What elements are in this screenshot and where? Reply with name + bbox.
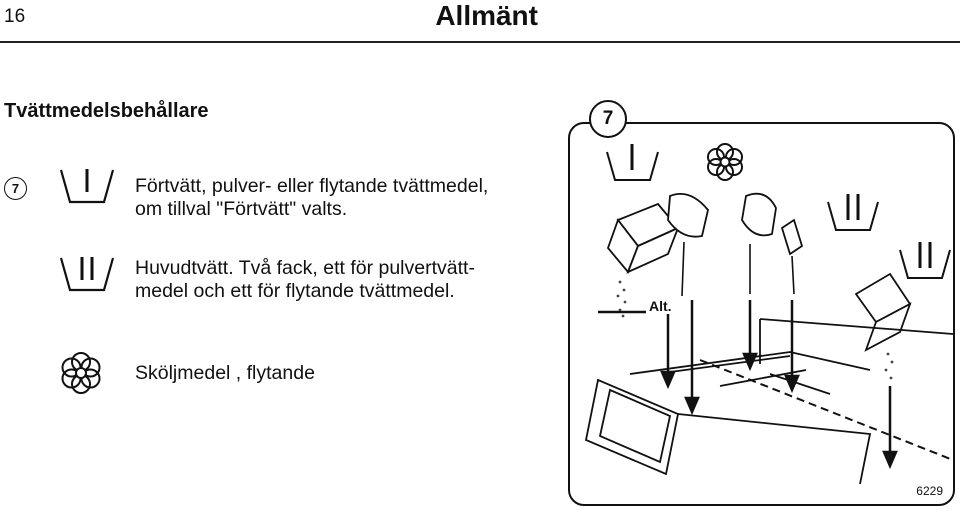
prewash-description: Förtvätt, pulver- eller flytande tvättme…	[135, 175, 488, 221]
prewash-line-1: Förtvätt, pulver- eller flytande tvättme…	[135, 175, 489, 197]
mainwash-line-2: medel och ett för flytande tvättmedel.	[135, 280, 455, 302]
mainwash-line-1: Huvudtvätt. Två fack, ett för pulvertvät…	[135, 257, 475, 279]
mainwash-description: Huvudtvätt. Två fack, ett för pulvertvät…	[135, 257, 475, 303]
figure-code: 6229	[916, 484, 943, 498]
page-title: Allmänt	[435, 0, 538, 31]
prewash-compartment-icon	[59, 169, 115, 204]
header-divider	[0, 41, 960, 43]
step-number-badge: 7	[4, 177, 27, 200]
alt-label: Alt.	[646, 298, 675, 314]
dispenser-drawing	[584, 143, 953, 485]
softener-description: Sköljmedel , flytande	[135, 362, 315, 385]
section-heading: Tvättmedelsbehållare	[4, 100, 209, 122]
fabric-softener-icon	[61, 352, 101, 394]
page-number: 16	[4, 6, 26, 27]
dispenser-illustration: Alt. 6229	[568, 122, 955, 506]
prewash-line-2: om tillval "Förtvätt" valts.	[135, 198, 348, 220]
figure-number-badge: 7	[589, 100, 627, 138]
mainwash-compartment-icon	[59, 257, 115, 292]
softener-line-1: Sköljmedel , flytande	[135, 362, 315, 384]
